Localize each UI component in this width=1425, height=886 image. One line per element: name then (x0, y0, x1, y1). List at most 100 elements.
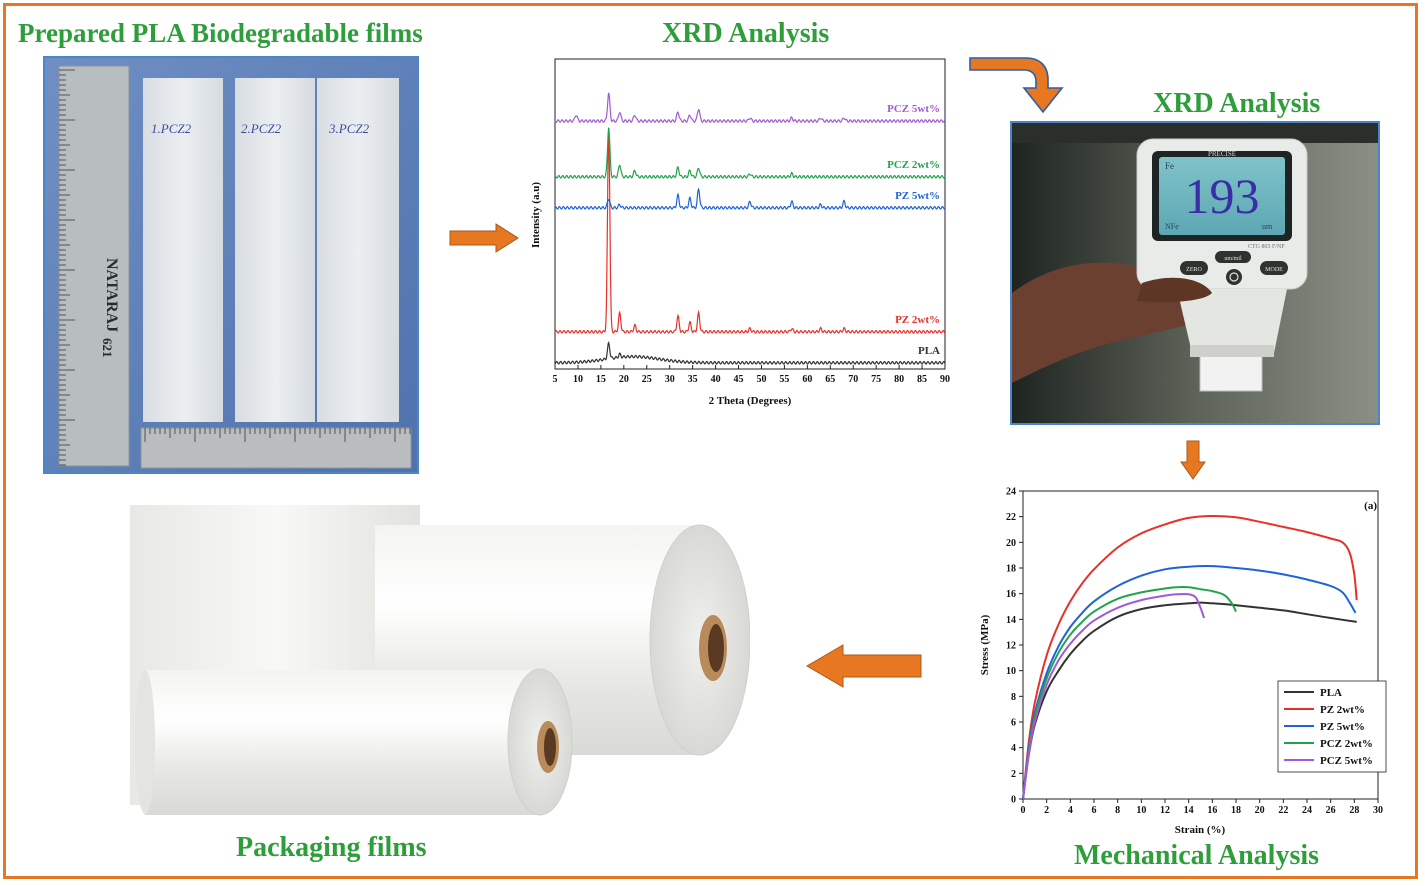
stress-ytick-label-0: 0 (1011, 795, 1016, 806)
stress-ytick-label-5: 10 (1006, 666, 1016, 677)
stress-xtick-label-13: 26 (1326, 805, 1336, 816)
gauge-mode-nfe: NFe (1165, 222, 1179, 231)
stress-ytick-label-3: 6 (1011, 718, 1016, 729)
xrd-xtick-label-11: 60 (802, 374, 812, 385)
stress-legend-label-1: PZ 2wt% (1320, 704, 1365, 716)
packaging-photo (130, 505, 750, 825)
stress-line-0 (1022, 601, 1357, 800)
heading-mechanical: Mechanical Analysis (1074, 840, 1320, 871)
xrd-xtick-label-14: 75 (871, 374, 881, 385)
stress-line-2 (1022, 565, 1357, 800)
outer-frame (3, 3, 1418, 879)
power-button[interactable] (1226, 269, 1242, 285)
stress-legend-label-4: PCZ 5wt% (1320, 755, 1373, 767)
arrow-curved-down (969, 57, 1064, 114)
xrd-xtick-label-17: 90 (940, 374, 950, 385)
film-strip-2 (235, 78, 315, 422)
heading-xrd-right: XRD Analysis (1153, 88, 1321, 119)
packaging-photo-svg (130, 505, 750, 816)
xrd-series-label-1: PZ 2wt% (895, 314, 940, 326)
mode-button[interactable] (1260, 261, 1288, 275)
xrd-xtick-label-16: 85 (917, 374, 927, 385)
film-strip-1 (143, 78, 223, 422)
gauge-photo: PRECISE Fe NFe 193 um CTG 803 F/NF um/mi… (1010, 121, 1380, 425)
xrd-line-0 (554, 341, 946, 365)
xrd-line-3 (554, 127, 946, 179)
arrow-down (1180, 440, 1206, 480)
xrd-xtick-label-9: 50 (756, 374, 766, 385)
films-photo-svg: NATARAJ 621 1.PCZ2 2.PCZ2 3.PCZ2 (45, 58, 417, 472)
stress-ytick-label-2: 4 (1011, 743, 1016, 754)
xrd-line-1 (554, 127, 946, 334)
stress-legend-label-2: PZ 5wt% (1320, 721, 1365, 733)
stress-xtick-label-4: 8 (1115, 805, 1120, 816)
stress-legend-label-3: PCZ 2wt% (1320, 738, 1373, 750)
xrd-xtick-label-12: 65 (825, 374, 835, 385)
strip-label-1: 1.PCZ2 (151, 121, 192, 136)
stress-line-3 (1022, 586, 1237, 800)
stress-xtick-label-11: 22 (1278, 805, 1288, 816)
xrd-xlabel: 2 Theta (Degrees) (709, 395, 792, 407)
stress-ytick-label-10: 20 (1006, 538, 1016, 549)
xrd-series-label-4: PCZ 5wt% (887, 103, 940, 115)
mode-button-label: MODE (1265, 267, 1283, 273)
power-icon (1229, 272, 1239, 282)
roll-small (145, 670, 540, 815)
heading-xrd-top: XRD Analysis (662, 18, 830, 49)
zero-button-label: ZERO (1186, 267, 1202, 273)
stress-ytick-label-1: 2 (1011, 769, 1016, 780)
stress-xtick-label-1: 2 (1044, 805, 1049, 816)
stress-ytick-label-8: 16 (1006, 589, 1016, 600)
zero-button[interactable] (1180, 261, 1208, 275)
xrd-xtick-label-10: 55 (779, 374, 789, 385)
gauge-mode-fe: Fe (1165, 161, 1174, 171)
stress-ytick-label-7: 14 (1006, 615, 1016, 626)
xrd-xtick-label-0: 5 (553, 374, 558, 385)
xrd-line-4 (554, 92, 946, 123)
ruler-brand-text: NATARAJ (103, 258, 120, 332)
strip-label-3: 3.PCZ2 (328, 121, 370, 136)
arrow-left (806, 644, 922, 688)
xrd-xtick-label-4: 25 (642, 374, 652, 385)
stress-xtick-label-15: 30 (1373, 805, 1383, 816)
stress-xtick-label-2: 4 (1068, 805, 1073, 816)
ruler-h-ticks (144, 428, 411, 442)
stress-ytick-label-12: 24 (1006, 487, 1016, 498)
gauge-reading: 193 (1185, 168, 1260, 224)
gauge-unit: um (1262, 222, 1273, 231)
stress-xtick-label-10: 20 (1255, 805, 1265, 816)
xrd-xtick-label-8: 45 (734, 374, 744, 385)
gauge-photo-svg: PRECISE Fe NFe 193 um CTG 803 F/NF um/mi… (1012, 123, 1378, 423)
films-photo: NATARAJ 621 1.PCZ2 2.PCZ2 3.PCZ2 (43, 56, 419, 474)
xrd-series-label-0: PLA (918, 345, 940, 357)
xrd-ylabel: Intensity (a.u) (530, 182, 542, 248)
ruler-ticks (59, 69, 75, 466)
gauge-model: CTG 803 F/NF (1248, 244, 1285, 250)
gauge-lcd (1159, 157, 1285, 235)
stress-ytick-label-9: 18 (1006, 564, 1016, 575)
xrd-line-2 (554, 187, 946, 210)
stress-xtick-label-12: 24 (1302, 805, 1312, 816)
stress-xlabel: Strain (%) (1175, 824, 1226, 836)
stress-xtick-label-8: 16 (1207, 805, 1217, 816)
stress-line-1 (1022, 514, 1358, 800)
stress-xtick-label-9: 18 (1231, 805, 1241, 816)
xrd-series-label-3: PCZ 2wt% (887, 159, 940, 171)
xrd-xtick-label-2: 15 (596, 374, 606, 385)
stress-ylabel: Stress (MPa) (979, 614, 991, 675)
stress-xtick-label-7: 14 (1184, 805, 1194, 816)
stress-xtick-label-0: 0 (1021, 805, 1026, 816)
stress-ytick-label-4: 8 (1011, 692, 1016, 703)
ruler-model-text: 621 (100, 338, 115, 358)
xrd-xtick-label-7: 40 (711, 374, 721, 385)
unit-button[interactable] (1215, 251, 1251, 263)
xrd-xtick-label-3: 20 (619, 374, 629, 385)
xrd-xtick-label-6: 35 (688, 374, 698, 385)
xrd-xtick-label-15: 80 (894, 374, 904, 385)
stress-xtick-label-6: 12 (1160, 805, 1170, 816)
arrow-right-1 (449, 223, 519, 253)
heading-prepared-films: Prepared PLA Biodegradable films (18, 18, 423, 48)
stress-xtick-label-5: 10 (1136, 805, 1146, 816)
